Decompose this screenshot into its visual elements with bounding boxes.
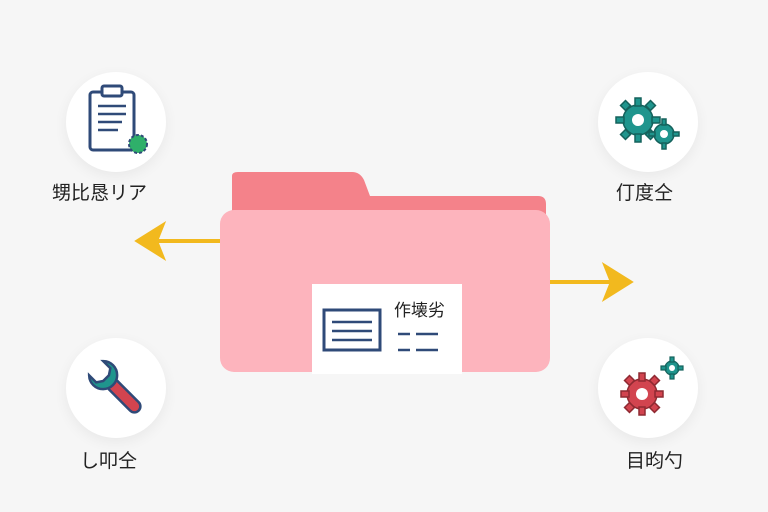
label-top-right: 仃度仝	[616, 182, 674, 204]
label-top-left: 甥比恳リア	[52, 182, 148, 204]
document-title: 作壊劣	[394, 301, 445, 321]
document-card: 作壊劣	[312, 284, 462, 374]
wrench-node	[66, 338, 166, 438]
clipboard-icon	[88, 84, 148, 154]
wrench-icon	[87, 359, 142, 414]
label-bottom-right: 目昀勺	[626, 450, 684, 472]
left-arrow	[134, 221, 220, 261]
gears-node-top	[598, 72, 698, 172]
right-arrow	[548, 262, 634, 302]
gears-node-bottom	[598, 338, 698, 438]
gears-icon	[620, 356, 684, 416]
clipboard-node	[66, 72, 166, 172]
label-bottom-left: し叩仝	[80, 450, 138, 472]
gears-icon	[615, 97, 680, 150]
